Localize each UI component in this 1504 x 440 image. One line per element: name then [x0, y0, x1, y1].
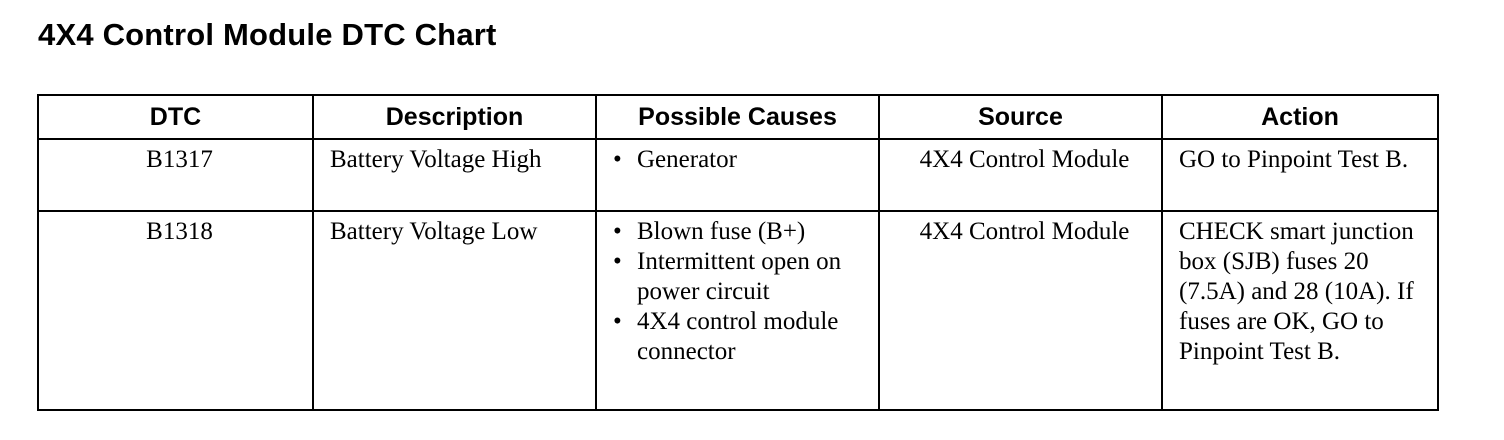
page-title: 4X4 Control Module DTC Chart — [38, 17, 497, 52]
causes-list: Blown fuse (B+) Intermittent open on pow… — [613, 217, 870, 367]
column-header-description: Description — [312, 94, 597, 140]
action-cell: CHECK smart junction box (SJB) fuses 20 … — [1161, 210, 1439, 411]
column-header-action: Action — [1161, 94, 1439, 140]
column-header-source: Source — [878, 94, 1163, 140]
cause-item: Generator — [613, 145, 870, 175]
dtc-table: DTC Description Possible Causes Source A… — [37, 94, 1439, 411]
source-cell: 4X4 Control Module — [878, 138, 1163, 212]
column-header-possible-causes: Possible Causes — [595, 94, 880, 140]
action-cell: GO to Pinpoint Test B. — [1161, 138, 1439, 212]
cause-item: Blown fuse (B+) — [613, 217, 870, 247]
description-cell: Battery Voltage Low — [312, 210, 597, 411]
dtc-code-cell: B1318 — [37, 210, 314, 411]
possible-causes-cell: Blown fuse (B+) Intermittent open on pow… — [595, 210, 880, 411]
dtc-code-cell: B1317 — [37, 138, 314, 212]
table-row: B1318 Battery Voltage Low Blown fuse (B+… — [37, 210, 1439, 411]
cause-item: Intermittent open on power circuit — [613, 247, 870, 307]
description-cell: Battery Voltage High — [312, 138, 597, 212]
table-row: B1317 Battery Voltage High Generator 4X4… — [37, 138, 1439, 212]
source-cell: 4X4 Control Module — [878, 210, 1163, 411]
table-header-row: DTC Description Possible Causes Source A… — [37, 94, 1439, 140]
cause-item: 4X4 control module connector — [613, 307, 870, 367]
causes-list: Generator — [613, 145, 870, 175]
column-header-dtc: DTC — [37, 94, 314, 140]
possible-causes-cell: Generator — [595, 138, 880, 212]
